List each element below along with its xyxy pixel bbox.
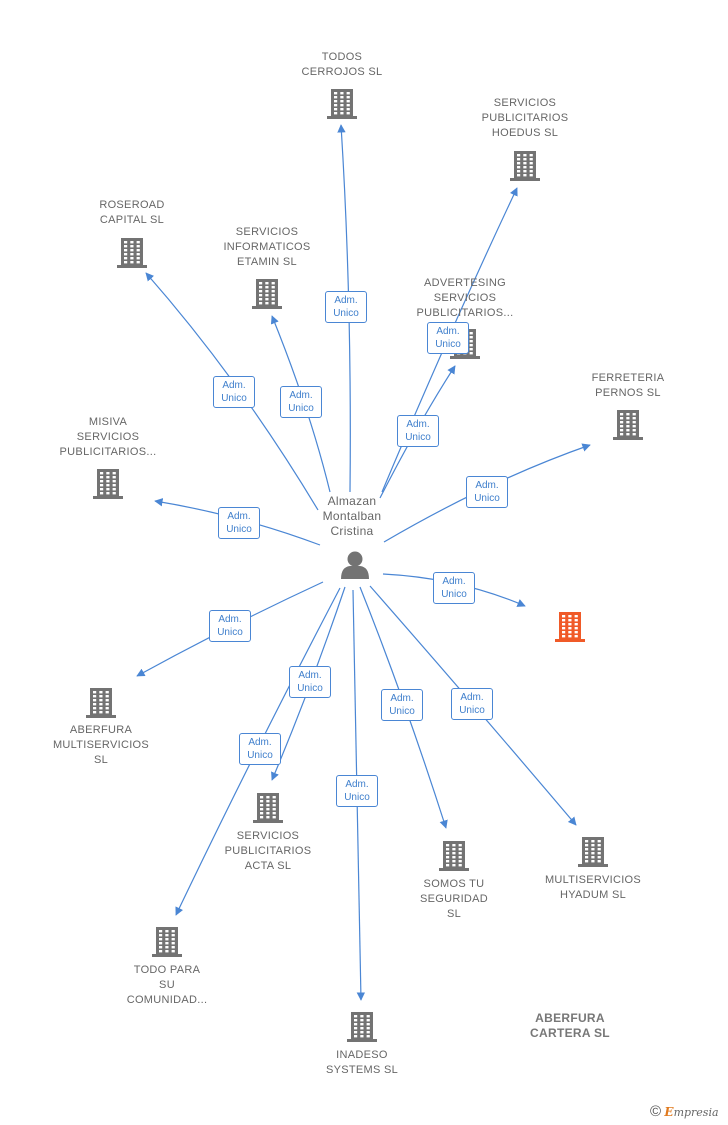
building-icon-somos[interactable] xyxy=(439,841,469,871)
company-name-ferreteria[interactable]: FERRETERIA PERNOS SL xyxy=(591,372,665,399)
building-icon-hyadum[interactable] xyxy=(578,837,608,867)
company-name-somos[interactable]: SOMOS TU SEGURIDAD SL xyxy=(419,878,489,920)
brand-initial: E xyxy=(664,1105,674,1119)
company-name-hyadum[interactable]: MULTISERVICIOS HYADUM SL xyxy=(544,874,642,901)
building-icon-todos[interactable] xyxy=(327,89,357,119)
role-badge-hyadum[interactable]: Adm. Unico xyxy=(451,688,493,720)
company-name-hoedus[interactable]: SERVICIOS PUBLICITARIOS HOEDUS SL xyxy=(481,97,569,139)
company-name-inadeso[interactable]: INADESO SYSTEMS SL xyxy=(325,1049,399,1076)
role-badge-aberfura_cartera[interactable]: Adm. Unico xyxy=(433,572,475,604)
company-name-aberfura_multi[interactable]: ABERFURA MULTISERVICIOS SL xyxy=(52,724,150,766)
building-icon-misiva[interactable] xyxy=(93,469,123,499)
building-icon-hoedus[interactable] xyxy=(510,151,540,181)
company-name-todos[interactable]: TODOS CERROJOS SL xyxy=(301,51,383,78)
brand-name: mpresia xyxy=(673,1106,719,1119)
role-badge-hoedus[interactable]: Adm. Unico xyxy=(427,322,469,354)
role-badge-advertesing[interactable]: Adm. Unico xyxy=(397,415,439,447)
role-badge-todos[interactable]: Adm. Unico xyxy=(325,291,367,323)
role-badge-somos[interactable]: Adm. Unico xyxy=(381,689,423,721)
role-badge-inadeso[interactable]: Adm. Unico xyxy=(336,775,378,807)
role-badge-misiva[interactable]: Adm. Unico xyxy=(218,507,260,539)
company-name-todopara[interactable]: TODO PARA SU COMUNIDAD... xyxy=(126,964,208,1006)
building-icon-ferreteria[interactable] xyxy=(613,410,643,440)
company-name-acta[interactable]: SERVICIOS PUBLICITARIOS ACTA SL xyxy=(224,830,312,872)
role-badge-todopara[interactable]: Adm. Unico xyxy=(239,733,281,765)
person-name[interactable]: Almazan Montalban Cristina xyxy=(322,494,382,538)
role-badge-roseroad[interactable]: Adm. Unico xyxy=(213,376,255,408)
copyright-symbol: © xyxy=(650,1103,662,1120)
company-name-roseroad[interactable]: ROSEROAD CAPITAL SL xyxy=(99,199,165,226)
company-name-misiva[interactable]: MISIVA SERVICIOS PUBLICITARIOS... xyxy=(59,416,157,458)
role-badge-etamin[interactable]: Adm. Unico xyxy=(280,386,322,418)
role-badge-acta[interactable]: Adm. Unico xyxy=(289,666,331,698)
building-icon-inadeso[interactable] xyxy=(347,1012,377,1042)
building-icon-roseroad[interactable] xyxy=(117,238,147,268)
building-icon-todopara[interactable] xyxy=(152,927,182,957)
building-icon-acta[interactable] xyxy=(253,793,283,823)
building-icon-aberfura_cartera[interactable] xyxy=(555,612,585,642)
role-badge-ferreteria[interactable]: Adm. Unico xyxy=(466,476,508,508)
role-badge-aberfura_multi[interactable]: Adm. Unico xyxy=(209,610,251,642)
person-icon[interactable] xyxy=(341,551,369,580)
building-icon-etamin[interactable] xyxy=(252,279,282,309)
company-name-etamin[interactable]: SERVICIOS INFORMATICOS ETAMIN SL xyxy=(223,226,311,268)
building-icon-aberfura_multi[interactable] xyxy=(86,688,116,718)
company-name-advertesing[interactable]: ADVERTESING SERVICIOS PUBLICITARIOS... xyxy=(416,277,514,319)
empresia-brand[interactable]: © Empresia xyxy=(650,1103,719,1120)
company-name-aberfura_cartera[interactable]: ABERFURA CARTERA SL xyxy=(530,1011,610,1040)
